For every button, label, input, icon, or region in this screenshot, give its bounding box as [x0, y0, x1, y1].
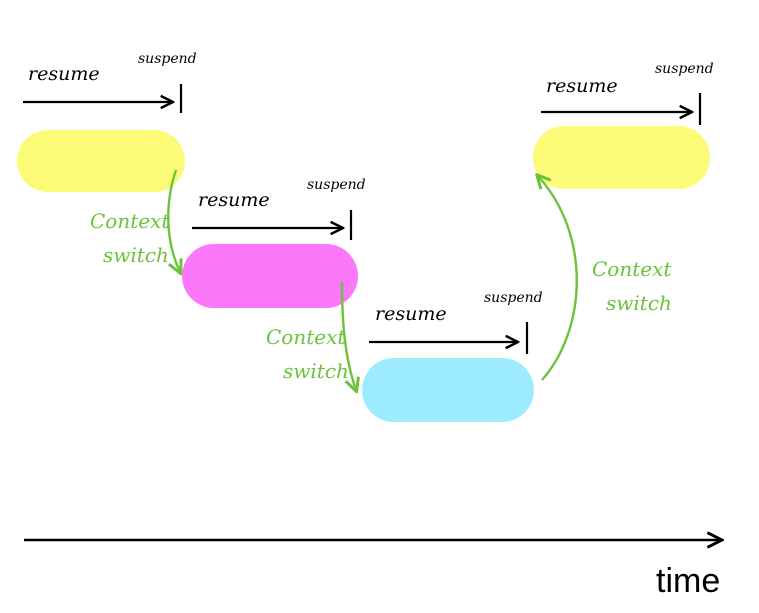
context-switch-2-label-top: Context — [266, 325, 346, 349]
context-switch-1-arrow — [167, 169, 180, 272]
task-2-suspend-label: suspend — [307, 177, 366, 193]
task-2-bar — [182, 244, 358, 308]
task-4-resume-label: resume — [546, 75, 618, 97]
task-3-group: resume suspend — [362, 290, 543, 422]
context-switch-1-label-bottom: switch — [103, 243, 169, 267]
task-2-group: resume suspend — [182, 177, 366, 308]
task-3-resume-label: resume — [375, 303, 447, 325]
task-1-bar — [17, 130, 185, 192]
task-3-bar — [362, 358, 534, 422]
task-4-bar — [533, 126, 710, 189]
task-2-resume-label: resume — [198, 189, 270, 211]
context-switch-2-label-bottom: switch — [283, 359, 349, 383]
context-switch-3-label-top: Context — [592, 257, 672, 281]
context-switch-3: Context switch — [538, 176, 672, 381]
time-axis: time — [24, 540, 722, 600]
task-1-suspend-label: suspend — [138, 51, 197, 67]
task-1-group: resume suspend — [17, 51, 197, 192]
context-switch-2: Context switch — [266, 281, 356, 390]
time-axis-label: time — [656, 562, 720, 600]
task-4-group: resume suspend — [533, 61, 714, 189]
context-switch-1: Context switch — [90, 169, 180, 272]
context-switch-3-label-bottom: switch — [606, 291, 672, 315]
task-1-resume-label: resume — [28, 63, 100, 85]
context-switch-2-arrow — [340, 281, 356, 390]
task-4-suspend-label: suspend — [655, 61, 714, 77]
context-switch-1-label-top: Context — [90, 209, 170, 233]
task-3-suspend-label: suspend — [484, 290, 543, 306]
context-switch-3-arrow — [538, 176, 578, 381]
